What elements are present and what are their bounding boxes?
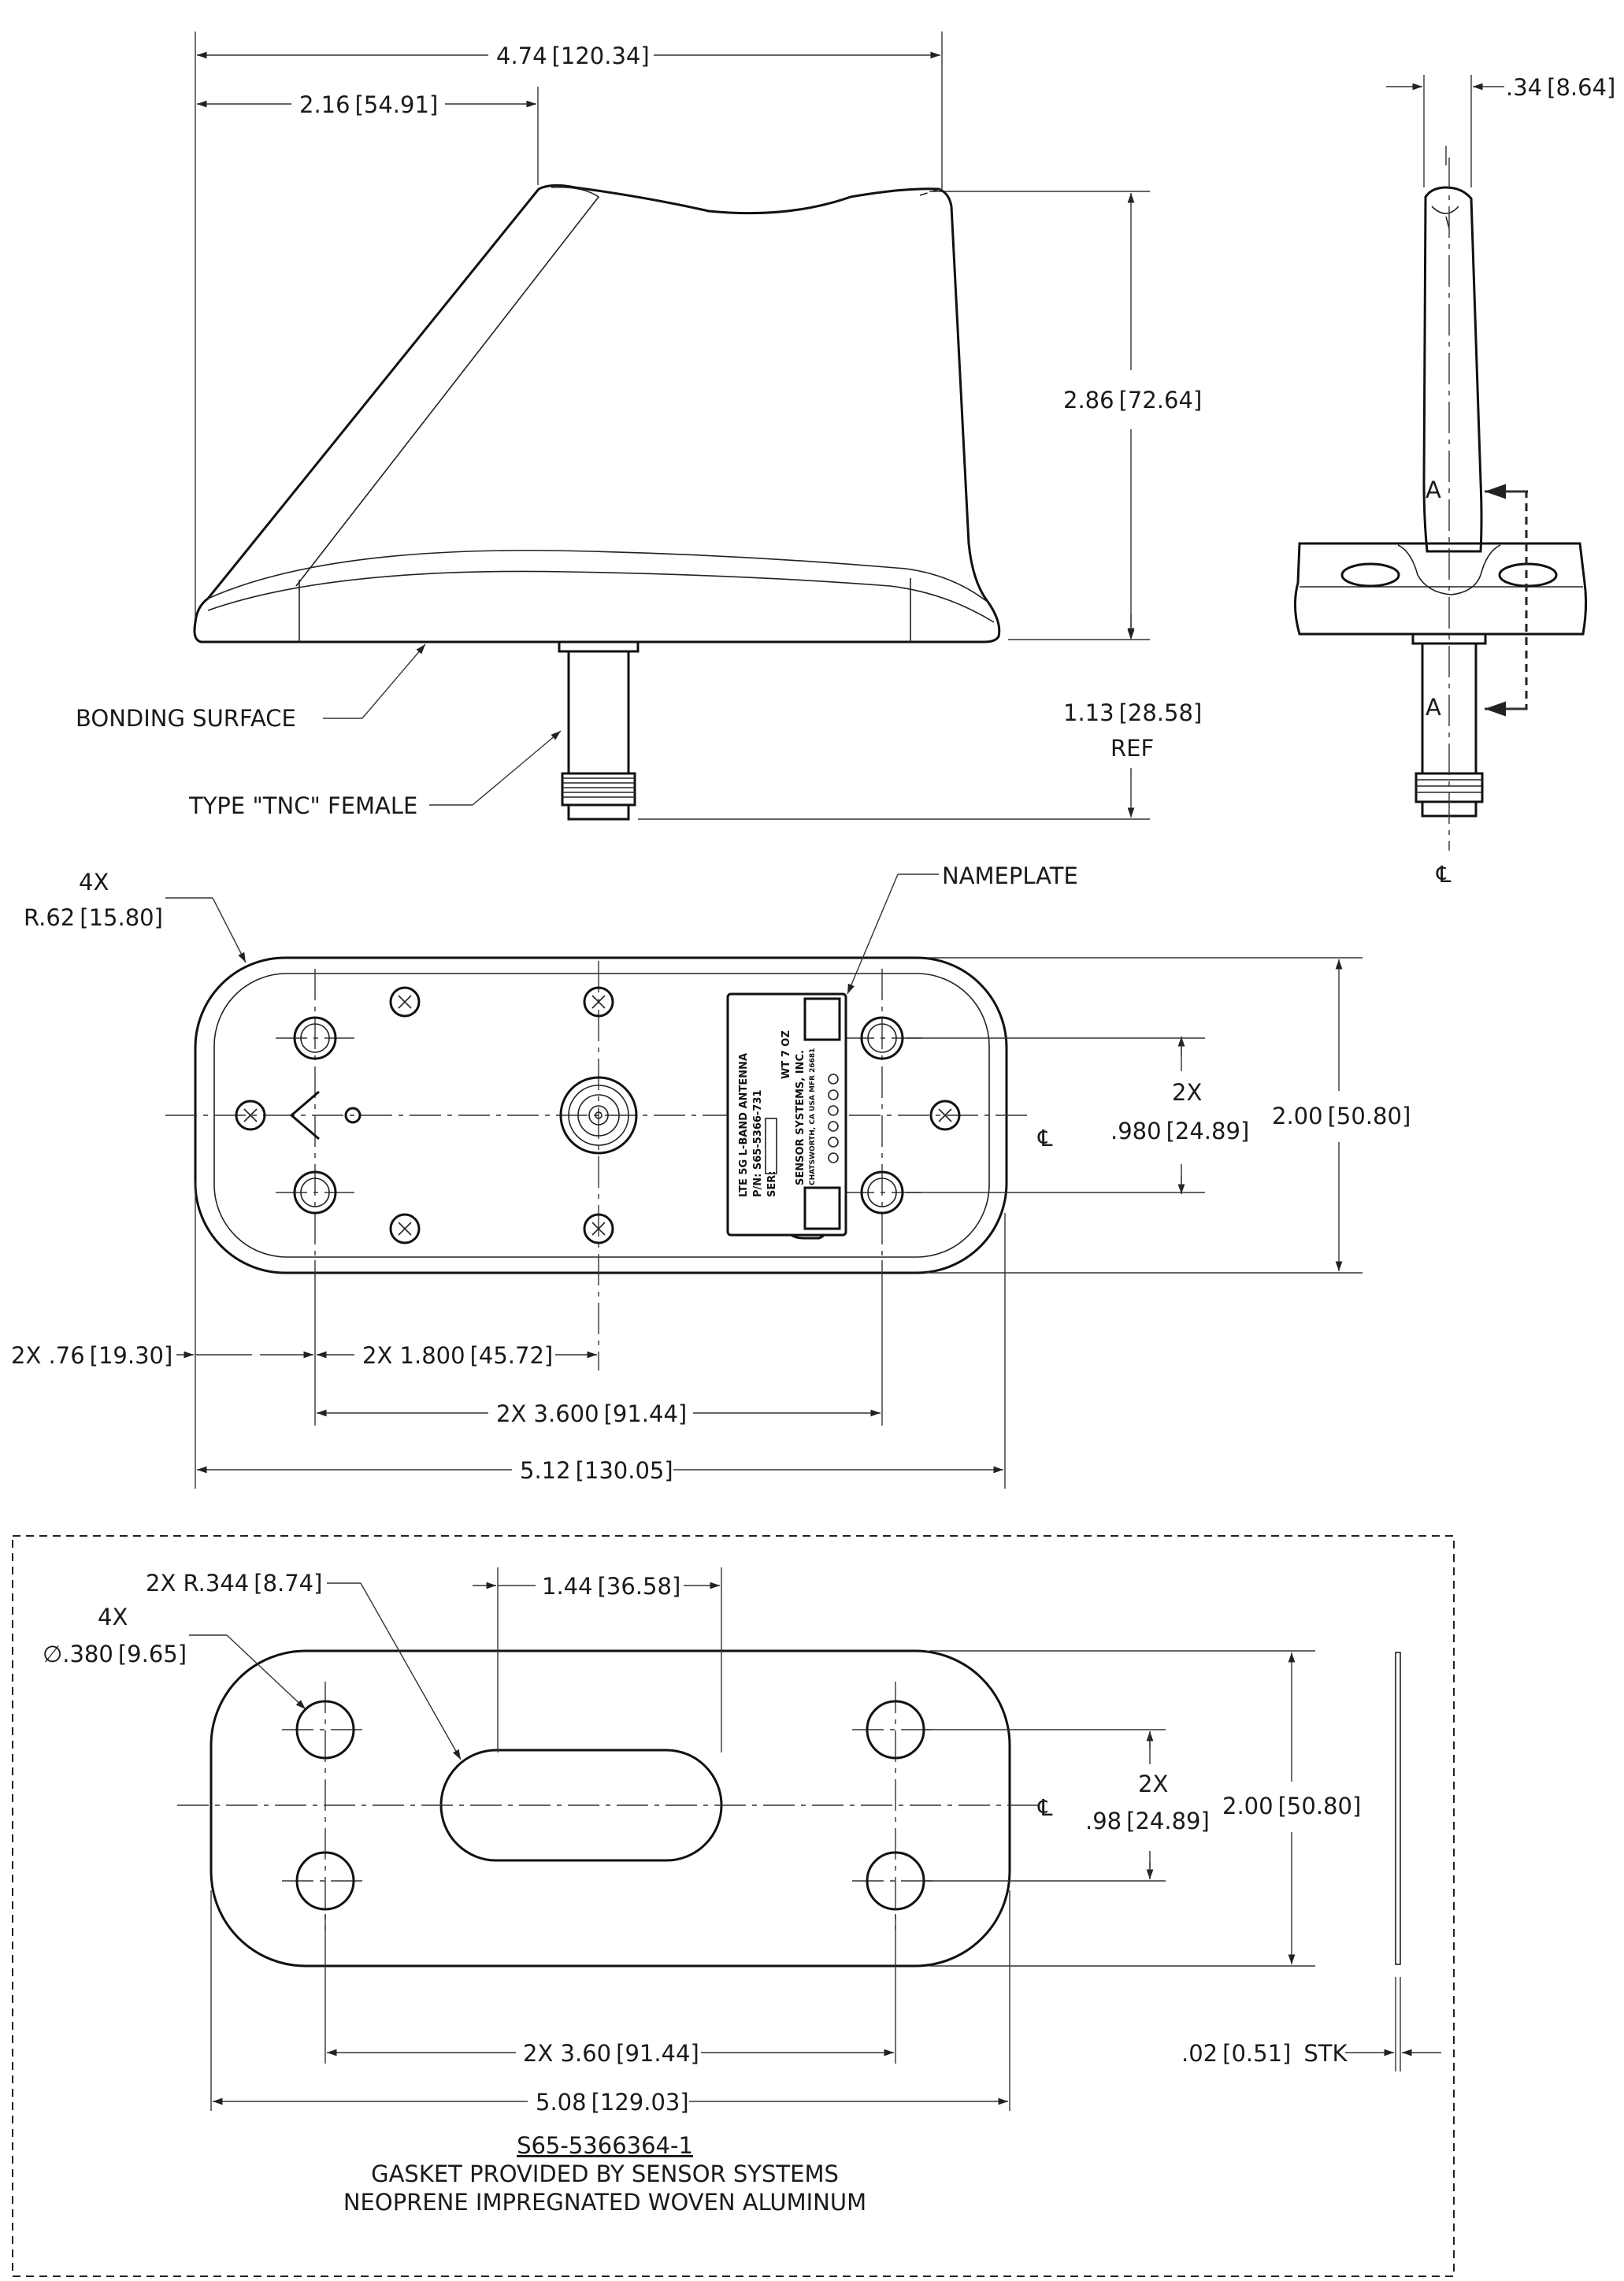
- screw-icon: [389, 1213, 421, 1244]
- radius-qty: 4X: [79, 869, 109, 896]
- callout-bonding-surface: BONDING SURFACE: [76, 705, 296, 732]
- antenna-body-outline: [193, 184, 1001, 644]
- gasket-centerline: ℄: [1037, 1794, 1053, 1821]
- gasket-hole: [866, 1851, 925, 1911]
- end-view-fin: [1422, 186, 1483, 553]
- dim-gasket-thickness: .02[0.51]STK: [1181, 2040, 1348, 2067]
- svg-text:WT 7 OZ: WT 7 OZ: [780, 1030, 792, 1079]
- dim-connector-length: 1.13[28.58]: [1063, 699, 1202, 726]
- end-view-flange: [1293, 542, 1588, 636]
- dim-edge-to-hole: 2X .76[19.30]: [11, 1342, 172, 1369]
- dim-hole-spacing-y: .980[24.89]: [1110, 1118, 1249, 1144]
- screw-icon: [583, 986, 614, 1018]
- gasket-detail: 2X R.344[8.74] 4X ∅.380[9.65] 1.44[36.58…: [12, 1535, 1455, 2277]
- dim-height: 2.86[72.64]: [1063, 387, 1202, 414]
- svg-text:SENSOR SYSTEMS, INC.: SENSOR SYSTEMS, INC.: [795, 1050, 806, 1185]
- gasket-frame: [12, 1535, 1455, 2277]
- dim-overall-length: 5.12[130.05]: [520, 1457, 673, 1484]
- mount-hole: [860, 1170, 904, 1215]
- svg-text:P/N: S65-5366-731: P/N: S65-5366-731: [752, 1090, 764, 1197]
- dim-gasket-hole-spacing-qty: 2X: [1138, 1771, 1168, 1797]
- screw-icon: [929, 1100, 961, 1131]
- screw-icon: [235, 1100, 266, 1131]
- side-view: 4.74[120.34] 2.16[54.91] 2.86[72.64] 1.1…: [76, 32, 1202, 821]
- gasket-note-2: NEOPRENE IMPREGNATED WOVEN ALUMINUM: [343, 2189, 866, 2216]
- radius-callout: R.62[15.80]: [24, 904, 163, 931]
- bottom-view: LTE 5G L-BAND ANTENNA P/N: S65-5366-731 …: [11, 862, 1411, 1489]
- dim-offset-width: 2.16[54.91]: [299, 91, 438, 118]
- gasket-note-1: GASKET PROVIDED BY SENSOR SYSTEMS: [371, 2160, 839, 2187]
- bottom-centerline: ℄: [1037, 1125, 1053, 1152]
- end-view-centerline: ℄: [1436, 861, 1452, 888]
- svg-text:SER:: SER:: [766, 1171, 778, 1197]
- dim-gasket-hole-spacing-x: 2X 3.60[91.44]: [523, 2040, 699, 2067]
- screw-icon: [583, 1213, 614, 1244]
- dim-hole-spacing-x: 2X 3.600[91.44]: [496, 1400, 687, 1427]
- mount-hole: [293, 1170, 337, 1215]
- dim-slot-length: 1.44[36.58]: [542, 1573, 680, 1600]
- connector-thread: [562, 777, 635, 798]
- gasket-outline: [209, 1649, 1011, 1968]
- dim-overall-width: 4.74[120.34]: [496, 43, 650, 69]
- tnc-connector-icon: [559, 1076, 638, 1155]
- dim-gasket-length: 5.08[129.03]: [536, 2089, 689, 2116]
- gasket-hole: [295, 1700, 355, 1760]
- dim-hole-spacing-y-qty: 2X: [1172, 1079, 1202, 1106]
- nameplate-callout: NAMEPLATE: [942, 862, 1078, 889]
- screw-icon: [389, 986, 421, 1018]
- dim-gasket-width: 2.00[50.80]: [1222, 1793, 1361, 1819]
- dim-hole-dia: ∅.380[9.65]: [43, 1641, 187, 1667]
- gasket-hole: [295, 1851, 355, 1911]
- mount-hole: [860, 1016, 904, 1060]
- dim-hole-to-center: 2X 1.800[45.72]: [362, 1342, 553, 1369]
- dim-gasket-hole-spacing-y: .98[24.89]: [1085, 1808, 1210, 1834]
- section-line-a: [1489, 490, 1528, 710]
- gasket-edge-view: [1395, 1652, 1401, 1965]
- gasket-hole: [866, 1700, 925, 1760]
- section-letter-top: A: [1426, 477, 1441, 503]
- dim-end-thickness: .34[8.64]: [1506, 74, 1615, 101]
- callout-tnc-connector: TYPE "TNC" FEMALE: [188, 792, 417, 819]
- nameplate: LTE 5G L-BAND ANTENNA P/N: S65-5366-731 …: [726, 992, 847, 1240]
- end-view: ℄ .34[8.64] A A: [1293, 74, 1615, 888]
- section-letter-bottom: A: [1426, 694, 1441, 721]
- dim-hole-qty: 4X: [98, 1604, 128, 1630]
- dim-ref-note: REF: [1110, 735, 1154, 762]
- dim-bottom-width: 2.00[50.80]: [1272, 1103, 1411, 1129]
- mount-hole: [293, 1016, 337, 1060]
- gasket-part-number: S65-5366364-1: [517, 2132, 693, 2159]
- svg-text:CHATSWORTH, CA USA MFR 26681: CHATSWORTH, CA USA MFR 26681: [809, 1048, 817, 1185]
- dim-slot-radius: 2X R.344[8.74]: [146, 1570, 322, 1597]
- svg-text:LTE 5G L-BAND ANTENNA: LTE 5G L-BAND ANTENNA: [738, 1053, 750, 1197]
- direction-chevron-icon: [289, 1090, 320, 1140]
